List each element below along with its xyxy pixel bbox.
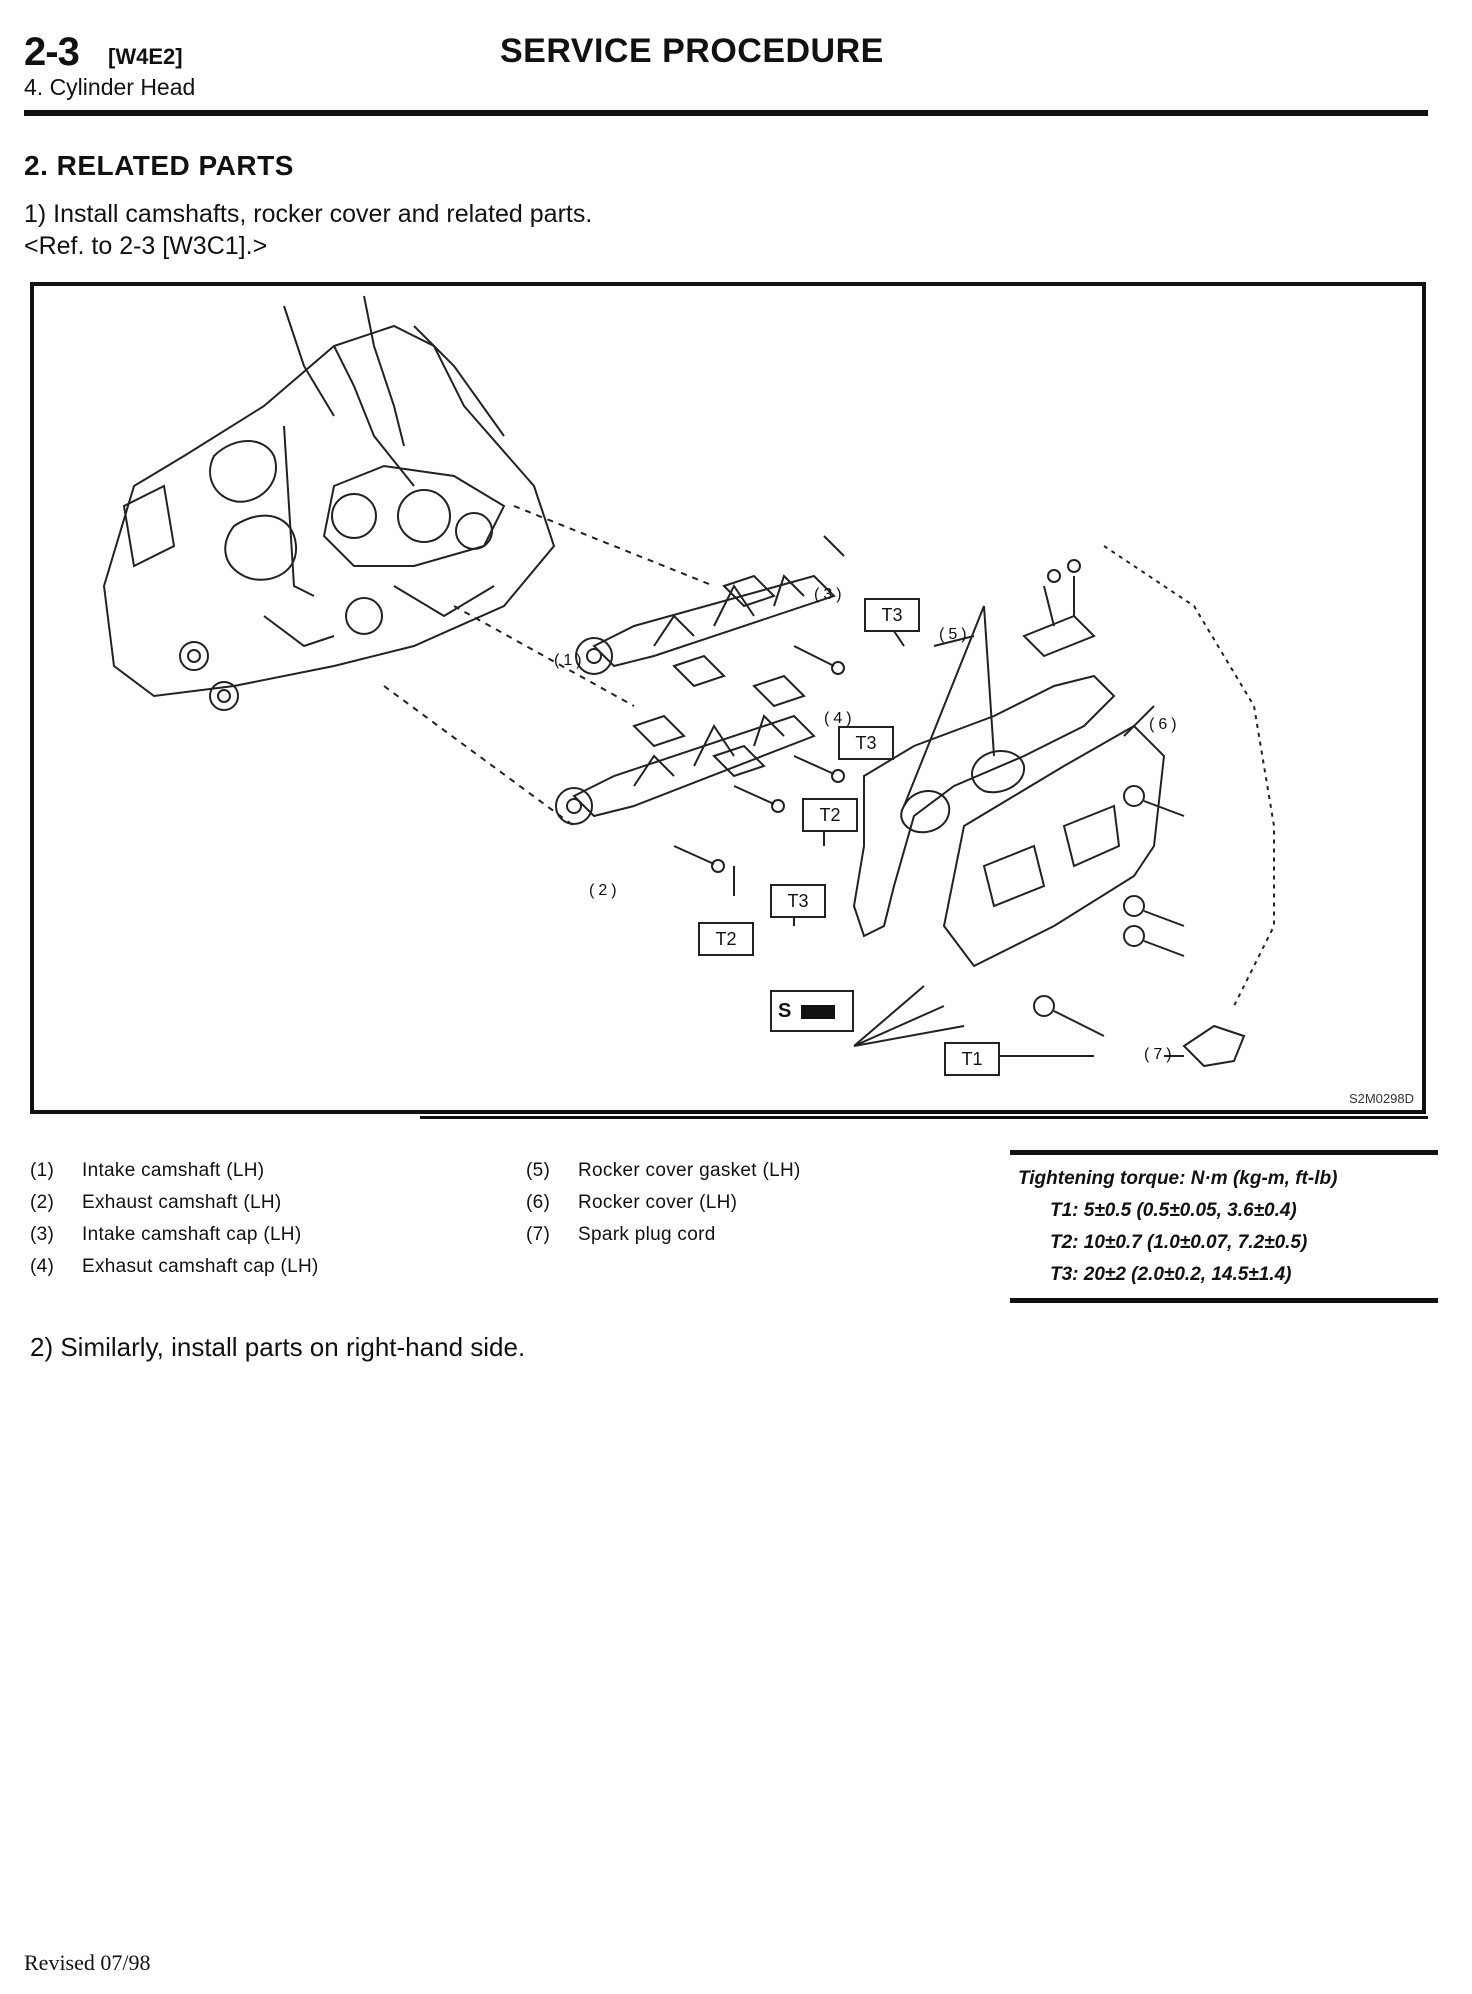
legend-label: Spark plug cord bbox=[578, 1224, 716, 1245]
section-heading: 2. RELATED PARTS bbox=[24, 150, 294, 181]
sealant-tube-icon bbox=[800, 1004, 835, 1019]
callout-3: (3) bbox=[814, 586, 846, 603]
torque-t3: T3: 20±2 (2.0±0.2, 14.5±1.4) bbox=[1050, 1264, 1292, 1285]
step-2-text: 2) Similarly, install parts on right-han… bbox=[30, 1332, 526, 1362]
subsection-title: 4. Cylinder Head bbox=[24, 74, 196, 100]
torque-callout-t2: T2 bbox=[802, 798, 858, 832]
torque-callout-t3: T3 bbox=[838, 726, 894, 760]
callout-2: (2) bbox=[589, 882, 621, 899]
legend-number: (7) bbox=[526, 1224, 551, 1245]
legend-item: (4) Exhasut camshaft cap (LH) bbox=[30, 1256, 319, 1278]
legend-item: (6) Rocker cover (LH) bbox=[526, 1192, 737, 1214]
legend-label: Exhaust camshaft (LH) bbox=[82, 1192, 282, 1213]
legend-number: (6) bbox=[526, 1192, 551, 1213]
torque-callout-t3: T3 bbox=[770, 884, 826, 918]
torque-heading: Tightening torque: N·m (kg-m, ft-lb) bbox=[1018, 1168, 1338, 1189]
legend-label: Rocker cover gasket (LH) bbox=[578, 1160, 801, 1181]
callout-1: (1) bbox=[554, 652, 586, 669]
legend-item: (5) Rocker cover gasket (LH) bbox=[526, 1160, 801, 1182]
callout-5: (5) bbox=[939, 626, 971, 643]
legend-label: Exhasut camshaft cap (LH) bbox=[82, 1256, 319, 1277]
legend-label: Rocker cover (LH) bbox=[578, 1192, 738, 1213]
legend-number: (4) bbox=[30, 1256, 55, 1277]
revision-date: Revised 07/98 bbox=[24, 1950, 151, 1975]
torque-callout-t3: T3 bbox=[864, 598, 920, 632]
legend-number: (5) bbox=[526, 1160, 551, 1181]
page-title: SERVICE PROCEDURE bbox=[500, 32, 884, 70]
legend-number: (2) bbox=[30, 1192, 55, 1213]
page-number: 2-3 bbox=[24, 30, 80, 74]
legend-label: Intake camshaft (LH) bbox=[82, 1160, 265, 1181]
torque-box-bottom-rule bbox=[1010, 1298, 1438, 1303]
torque-t1: T1: 5±0.5 (0.5±0.05, 3.6±0.4) bbox=[1050, 1200, 1297, 1221]
exploded-diagram-figure: (1) (2) (3) (4) (5) (6) (7) T3 T3 T3 T2 … bbox=[30, 282, 1426, 1114]
sealant-mark: S bbox=[778, 1000, 792, 1022]
legend-item: (3) Intake camshaft cap (LH) bbox=[30, 1224, 301, 1246]
legend-item: (1) Intake camshaft (LH) bbox=[30, 1160, 264, 1182]
callout-6: (6) bbox=[1149, 716, 1181, 733]
legend-item: (7) Spark plug cord bbox=[526, 1224, 716, 1246]
page-code: [W4E2] bbox=[108, 44, 183, 69]
figure-code: S2M0298D bbox=[1348, 1091, 1414, 1106]
legend-label: Intake camshaft cap (LH) bbox=[82, 1224, 302, 1245]
torque-t2: T2: 10±0.7 (1.0±0.07, 7.2±0.5) bbox=[1050, 1232, 1308, 1253]
sealant-callout: S bbox=[770, 990, 854, 1032]
step-1-text: 1) Install camshafts, rocker cover and r… bbox=[24, 200, 593, 228]
torque-callout-t1: T1 bbox=[944, 1042, 1000, 1076]
callout-7: (7) bbox=[1144, 1046, 1176, 1063]
torque-box-top-rule bbox=[1010, 1150, 1438, 1155]
header-divider bbox=[24, 110, 1428, 116]
step-1-reference: <Ref. to 2-3 [W3C1].> bbox=[24, 232, 268, 260]
engine-exploded-view-drawing bbox=[102, 295, 1275, 1068]
legend-number: (1) bbox=[30, 1160, 55, 1181]
callout-4: (4) bbox=[824, 710, 856, 727]
legend-number: (3) bbox=[30, 1224, 55, 1245]
legend-item: (2) Exhaust camshaft (LH) bbox=[30, 1192, 282, 1214]
figure-underline bbox=[420, 1116, 1428, 1119]
torque-callout-t2: T2 bbox=[698, 922, 754, 956]
